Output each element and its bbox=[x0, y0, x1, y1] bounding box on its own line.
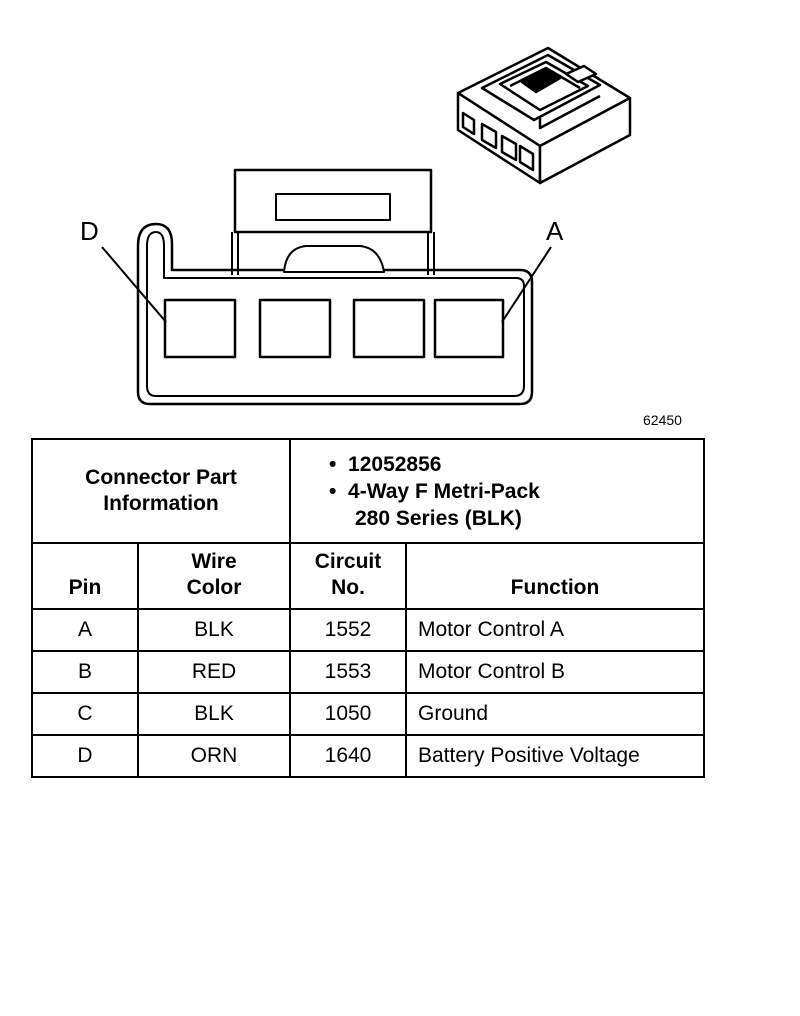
cell-wire-color: BLK bbox=[137, 692, 291, 736]
header-function: Function bbox=[405, 542, 705, 610]
connector-info-details: • 12052856 • 4-Way F Metri-Pack 280 Seri… bbox=[289, 438, 705, 544]
description-line2: 280 Series (BLK) bbox=[355, 506, 522, 530]
connector-face-view bbox=[136, 168, 534, 406]
bullet-icon: • bbox=[329, 479, 337, 503]
cell-wire-color: ORN bbox=[137, 734, 291, 778]
header-circuit-line1: Circuit bbox=[314, 550, 382, 573]
cell-wire-color: BLK bbox=[137, 608, 291, 652]
connector-info-row: Connector Part Information • 12052856 • … bbox=[31, 438, 705, 544]
figure-id: 62450 bbox=[643, 412, 682, 428]
header-wire-color-line2: Color bbox=[186, 576, 242, 599]
cell-wire-color: RED bbox=[137, 650, 291, 694]
table-row: B RED 1553 Motor Control B bbox=[31, 650, 705, 694]
cell-function: Ground bbox=[405, 692, 705, 736]
cell-function: Motor Control B bbox=[405, 650, 705, 694]
pin-cavity-b bbox=[352, 298, 426, 359]
cell-pin: B bbox=[31, 650, 139, 694]
pin-cavity-a bbox=[433, 298, 505, 359]
connector-diagram: D A bbox=[80, 46, 632, 406]
cell-circuit: 1050 bbox=[289, 692, 407, 736]
callout-d-label: D bbox=[80, 216, 99, 246]
header-pin-label: Pin bbox=[68, 576, 102, 599]
header-wire-color-line1: Wire bbox=[191, 550, 237, 573]
cell-pin: D bbox=[31, 734, 139, 778]
table-row: C BLK 1050 Ground bbox=[31, 692, 705, 736]
description-item: • 4-Way F Metri-Pack bbox=[329, 478, 703, 505]
cell-pin: A bbox=[31, 608, 139, 652]
callout-d-leader bbox=[101, 246, 167, 323]
cell-circuit: 1553 bbox=[289, 650, 407, 694]
header-circuit-line2: No. bbox=[331, 576, 365, 599]
table-row: A BLK 1552 Motor Control A bbox=[31, 608, 705, 652]
part-number: 12052856 bbox=[348, 452, 442, 476]
cell-circuit: 1552 bbox=[289, 608, 407, 652]
cell-function: Battery Positive Voltage bbox=[405, 734, 705, 778]
connector-info-label-line2: Information bbox=[103, 492, 219, 515]
connector-pin-table: Connector Part Information • 12052856 • … bbox=[31, 438, 705, 778]
description-line1: 4-Way F Metri-Pack bbox=[348, 479, 540, 503]
cell-function: Motor Control A bbox=[405, 608, 705, 652]
part-number-item: • 12052856 bbox=[329, 451, 703, 478]
bullet-icon: • bbox=[329, 452, 337, 476]
connector-isometric-view bbox=[456, 46, 632, 185]
cell-circuit: 1640 bbox=[289, 734, 407, 778]
pin-cavity-c bbox=[258, 298, 332, 359]
pin-cavity-d bbox=[163, 298, 237, 359]
header-pin: Pin bbox=[31, 542, 139, 610]
connector-info-label-line1: Connector Part bbox=[85, 466, 237, 489]
header-circuit: Circuit No. bbox=[289, 542, 407, 610]
table-row: D ORN 1640 Battery Positive Voltage bbox=[31, 734, 705, 778]
callout-a-leader bbox=[501, 246, 552, 323]
header-function-label: Function bbox=[510, 576, 600, 599]
connector-info-label: Connector Part Information bbox=[31, 438, 291, 544]
header-wire-color: Wire Color bbox=[137, 542, 291, 610]
table-header-row: Pin Wire Color Circuit No. Function bbox=[31, 542, 705, 610]
callout-a-label: A bbox=[546, 216, 564, 246]
cell-pin: C bbox=[31, 692, 139, 736]
